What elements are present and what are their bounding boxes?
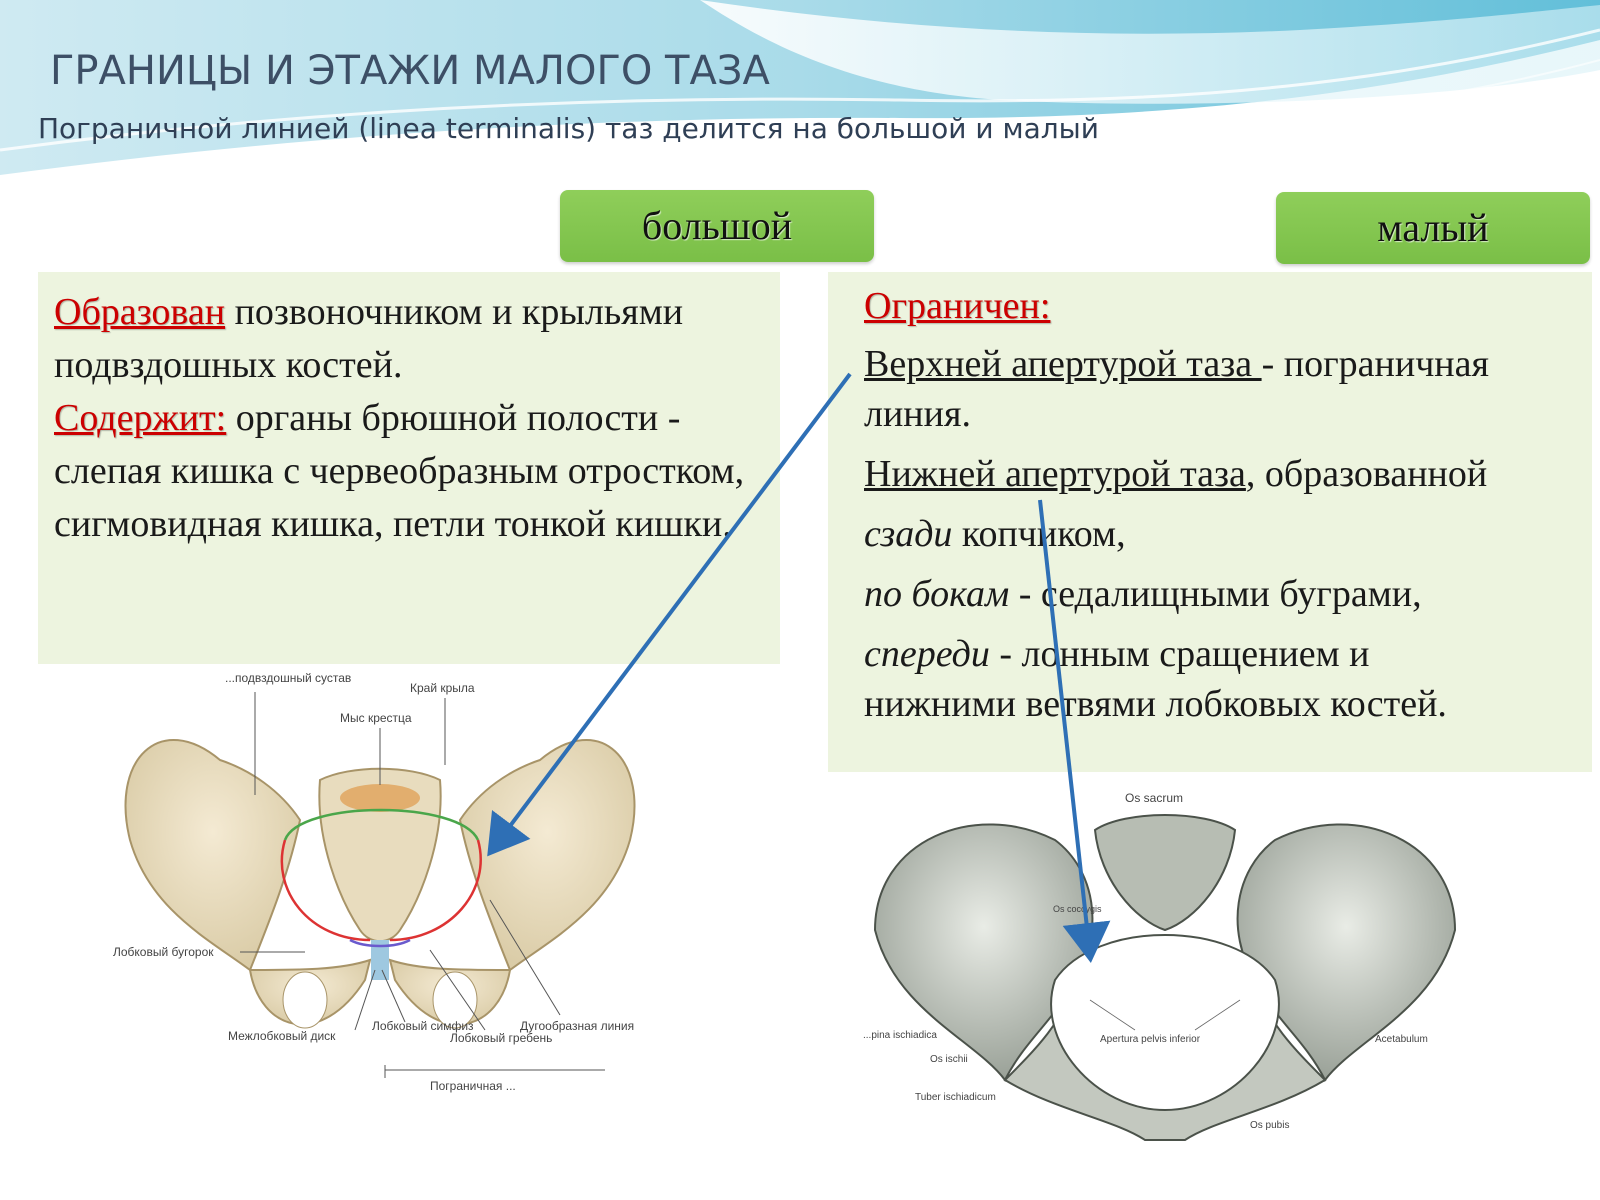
- lower-aperture-text: , образованной: [1245, 453, 1488, 495]
- label-terminal-line: Пограничная ...: [430, 1079, 516, 1093]
- pelvis-front-illustration: ...подвздошный сустав Край крыла Мыс кре…: [113, 671, 636, 1093]
- limited-label: Ограничен:: [864, 285, 1051, 327]
- upper-aperture-text-2: линия.: [864, 393, 971, 435]
- label-tuber-ischiadicum: Tuber ischiadicum: [915, 1092, 996, 1103]
- sides-text: - седалищными буграми,: [1009, 573, 1422, 615]
- lower-aperture-line: Нижней апертурой таза, образованной: [864, 450, 1487, 498]
- upper-aperture-line: Верхней апертурой таза - пограничная: [864, 340, 1489, 388]
- big-pelvis-panel: Образован позвоночником и крыльями подвз…: [38, 272, 780, 664]
- front-label: спереди: [864, 633, 990, 675]
- tag-big-pelvis: большой: [560, 190, 874, 262]
- label-apertura-pelvis-inferior: Apertura pelvis inferior: [1100, 1034, 1201, 1045]
- label-pubic-crest: Лобковый гребень: [450, 1031, 552, 1045]
- tag-small-pelvis: малый: [1276, 192, 1590, 264]
- behind-line: сзади копчиком,: [864, 510, 1126, 558]
- header-wave-background: [0, 0, 1600, 186]
- label-pubic-tubercle: Лобковый бугорок: [113, 945, 214, 959]
- front-text: - лонным сращением и: [989, 633, 1370, 675]
- upper-aperture-text: - пограничная: [1261, 343, 1489, 385]
- front-line-2: нижними ветвями лобковых костей.: [864, 680, 1447, 728]
- big-pelvis-description: Образован позвоночником и крыльями подвз…: [54, 286, 770, 551]
- lower-aperture-label: Нижней апертурой таза: [864, 453, 1246, 495]
- upper-aperture-line-2: линия.: [864, 390, 971, 438]
- label-spina-ischiadica: ...pina ischiadica: [863, 1030, 937, 1041]
- label-arcuate-line: Дугообразная линия: [520, 1019, 634, 1033]
- front-line: спереди - лонным сращением и: [864, 630, 1370, 678]
- slide-title: ГРАНИЦЫ И ЭТАЖИ МАЛОГО ТАЗА: [50, 48, 770, 94]
- label-interpubic-disc: Межлобковый диск: [228, 1029, 336, 1043]
- contains-label: Содержит:: [54, 397, 227, 439]
- behind-label: сзади: [864, 513, 953, 555]
- limited-line: Ограничен:: [864, 282, 1050, 330]
- sides-label: по бокам: [864, 573, 1010, 615]
- label-os-coccygis: Os coccygis: [1053, 904, 1102, 914]
- label-wing-edge: Край крыла: [410, 681, 475, 695]
- sides-line: по бокам - седалищными буграми,: [864, 570, 1422, 618]
- upper-aperture-label: Верхней апертурой таза: [864, 343, 1262, 385]
- label-acetabulum: Acetabulum: [1375, 1034, 1428, 1045]
- pelvis-inferior-illustration: Os sacrum Os coccygis Apertura pelvis in…: [855, 780, 1475, 1170]
- front-text-2: нижними ветвями лобковых костей.: [864, 683, 1447, 725]
- formed-label: Образован: [54, 291, 226, 333]
- small-pelvis-panel: Ограничен: Верхней апертурой таза - погр…: [828, 272, 1592, 772]
- label-sacroiliac-joint: ...подвздошный сустав: [225, 671, 351, 685]
- label-pubic-symphysis: Лобковый симфиз: [372, 1019, 474, 1033]
- label-os-sacrum: Os sacrum: [1125, 791, 1183, 805]
- label-promontory: Мыс крестца: [340, 711, 412, 725]
- behind-text: копчиком,: [952, 513, 1126, 555]
- label-os-pubis: Os pubis: [1250, 1120, 1289, 1131]
- slide-subtitle: Пограничной линией (linea terminalis) та…: [38, 112, 1099, 145]
- formed-text: позвоночником и крыльями подвздошных кос…: [54, 291, 684, 386]
- label-os-ischii: Os ischii: [930, 1054, 968, 1065]
